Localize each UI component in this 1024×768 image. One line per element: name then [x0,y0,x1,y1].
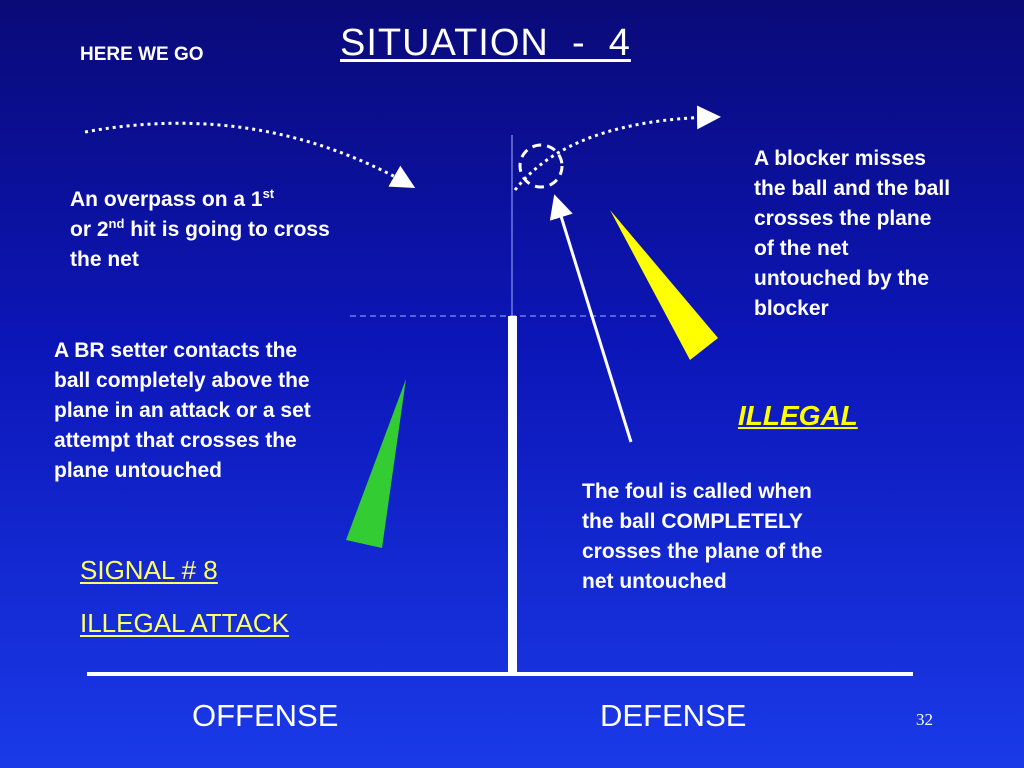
defense-label: DEFENSE [600,698,747,733]
overpass-text-mid: or 2 [70,218,109,241]
setter-description: A BR setter contacts the ball completely… [54,339,311,482]
offense-label: OFFENSE [192,698,339,733]
page-title: SITUATION - 4 [340,22,631,64]
blocker-description: A blocker misses the ball and the ball c… [754,147,951,320]
crossing-trajectory [513,105,721,191]
kicker-text: HERE WE GO [80,44,204,65]
net-post [508,316,517,674]
setter-hand-wedge [346,379,406,548]
verdict-label: ILLEGAL [738,400,858,431]
ordinal-st: st [262,186,275,201]
page-number: 32 [916,710,933,729]
overpass-description: An overpass on a 1st or 2nd hit is going… [70,185,335,275]
foul-description: The foul is called when the ball COMPLET… [582,480,823,593]
ball-icon [518,143,564,189]
court-floor-line [87,672,913,676]
overpass-text-suffix: hit is going to cross the net [70,218,330,271]
overpass-trajectory [84,121,416,188]
blocker-hand-wedge [610,210,718,360]
ball-path-arrow [549,194,633,443]
overpass-text-prefix: An overpass on a 1 [70,188,263,211]
ordinal-nd: nd [108,216,125,231]
signal-name: ILLEGAL ATTACK [80,608,290,638]
signal-number: SIGNAL # 8 [80,555,218,585]
